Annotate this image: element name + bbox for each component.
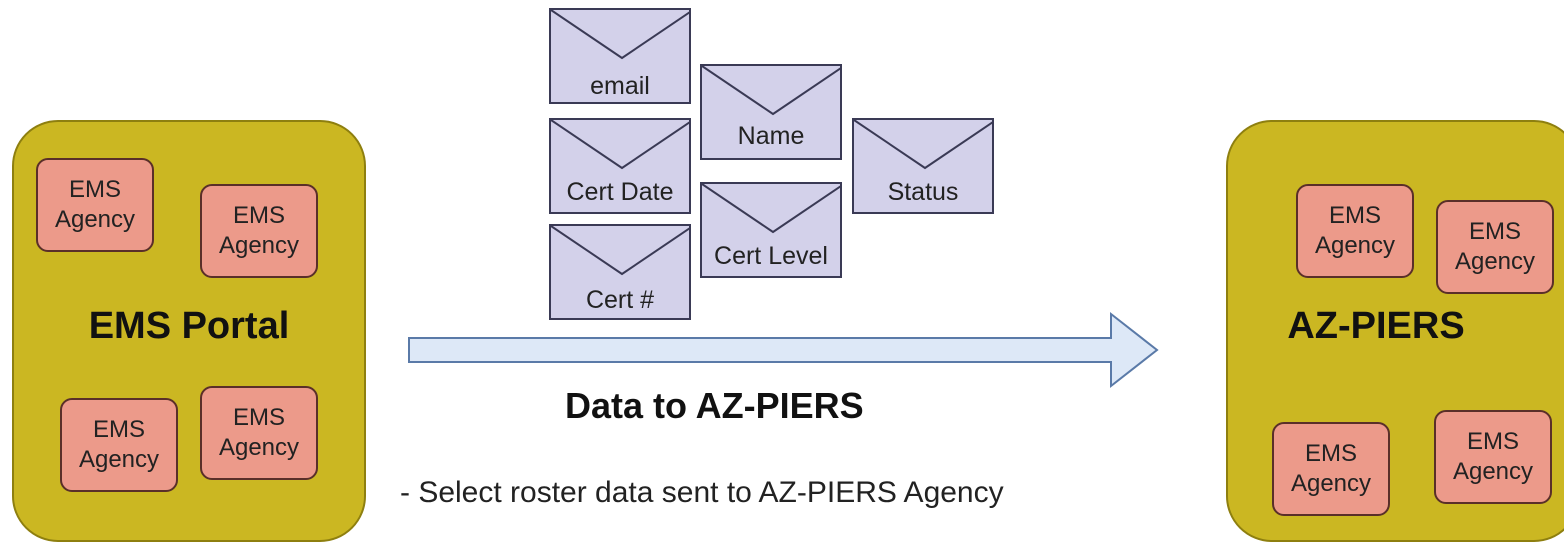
envelope-label: Cert Date <box>566 178 674 206</box>
ems-agency-label: EMS Agency <box>218 404 300 461</box>
cert-date-envelope: Cert Date <box>549 118 691 214</box>
envelope-label: email <box>590 72 650 100</box>
flow-note: - Select roster data sent to AZ-PIERS Ag… <box>400 476 1004 509</box>
envelope-label: Status <box>887 178 959 206</box>
envelope-icon <box>551 120 689 170</box>
flow-label: Data to AZ-PIERS <box>565 385 864 426</box>
ems-agency-box: EMS Agency <box>60 398 178 492</box>
ems-agency-label: EMS Agency <box>1454 218 1536 275</box>
ems-agency-label: EMS Agency <box>78 416 160 473</box>
cert-level-envelope: Cert Level <box>700 182 842 278</box>
ems-agency-label: EMS Agency <box>1452 428 1534 485</box>
ems-agency-box: EMS Agency <box>200 184 318 278</box>
envelope-icon <box>854 120 992 170</box>
ems-agency-box: EMS Agency <box>1436 200 1554 294</box>
envelope-icon <box>551 10 689 60</box>
ems-agency-label: EMS Agency <box>1290 440 1372 497</box>
ems-portal-title: EMS Portal <box>88 305 290 347</box>
envelope-label: Name <box>737 122 805 150</box>
envelope-label: Cert Level <box>714 242 828 270</box>
ems-agency-box: EMS Agency <box>200 386 318 480</box>
ems-agency-label: EMS Agency <box>218 202 300 259</box>
envelope-label: Cert # <box>585 286 655 314</box>
envelope-icon <box>702 66 840 116</box>
name-envelope: Name <box>700 64 842 160</box>
ems-agency-box: EMS Agency <box>1296 184 1414 278</box>
ems-agency-label: EMS Agency <box>1314 202 1396 259</box>
ems-agency-box: EMS Agency <box>1434 410 1552 504</box>
envelope-icon <box>702 184 840 234</box>
ems-agency-box: EMS Agency <box>1272 422 1390 516</box>
flow-arrow <box>408 311 1159 389</box>
ems-agency-label: EMS Agency <box>54 176 136 233</box>
ems-agency-box: EMS Agency <box>36 158 154 252</box>
status-envelope: Status <box>852 118 994 214</box>
cert-number-envelope: Cert # <box>549 224 691 320</box>
email-envelope: email <box>549 8 691 104</box>
az-piers-title: AZ-PIERS <box>1287 305 1465 347</box>
envelope-icon <box>551 226 689 276</box>
